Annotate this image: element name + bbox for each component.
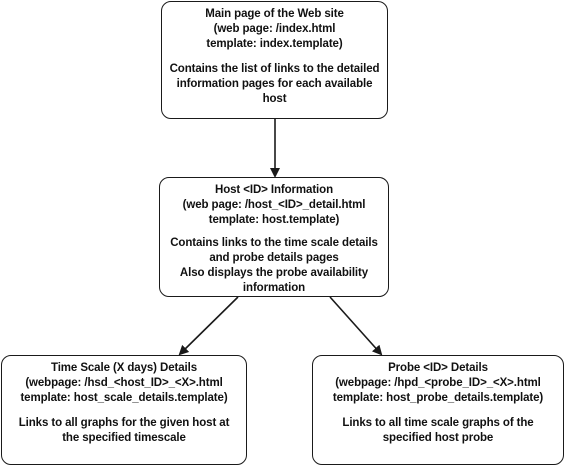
probe-details-desc-line: specified host probe <box>382 432 494 444</box>
probe-details-title: Probe <ID> Details <box>388 362 488 374</box>
time-scale-url: (webpage: /hsd_<host_ID>_<X>.html <box>25 377 223 389</box>
host-info-title: Host <ID> Information <box>214 184 334 196</box>
time-scale-template: template: host_scale_details.template) <box>20 392 228 404</box>
host-info-desc-line: information <box>242 282 306 294</box>
host-info-desc-line: Also displays the probe availability <box>179 267 369 279</box>
time-scale-title: Time Scale (X days) Details <box>50 362 198 374</box>
main-page-template: template: index.template) <box>206 38 343 50</box>
host-info-box: Host <ID> Information (web page: /host_<… <box>159 177 389 297</box>
main-page-url: (web page: /index.html <box>213 23 336 35</box>
time-scale-details-box: Time Scale (X days) Details (webpage: /h… <box>1 355 247 465</box>
host-info-template: template: host.template) <box>208 214 340 226</box>
main-page-title: Main page of the Web site <box>205 8 344 20</box>
arrow-host-to-scale <box>178 296 239 356</box>
time-scale-desc-line: the specified timescale <box>62 432 186 444</box>
probe-details-template: template: host_probe_details.template) <box>332 392 544 404</box>
main-page-desc-line: Contains the list of links to the detail… <box>169 63 380 75</box>
host-info-desc-line: and probe details pages <box>209 252 339 264</box>
main-page-box: Main page of the Web site (web page: /in… <box>161 1 388 119</box>
host-info-url: (web page: /host_<ID>_detail.html <box>182 199 366 211</box>
main-page-desc-line: host <box>262 93 287 105</box>
arrow-host-to-probe <box>329 296 383 356</box>
time-scale-desc-line: Links to all graphs for the given host a… <box>18 417 230 429</box>
main-page-desc-line: information pages for each available <box>176 78 373 90</box>
probe-details-box: Probe <ID> Details (webpage: /hpd_<probe… <box>312 355 564 465</box>
probe-details-url: (webpage: /hpd_<probe_ID>_<X>.html <box>335 377 541 389</box>
host-info-desc-line: Contains links to the time scale details <box>170 237 378 249</box>
probe-details-desc-line: Links to all time scale graphs of the <box>342 417 534 429</box>
